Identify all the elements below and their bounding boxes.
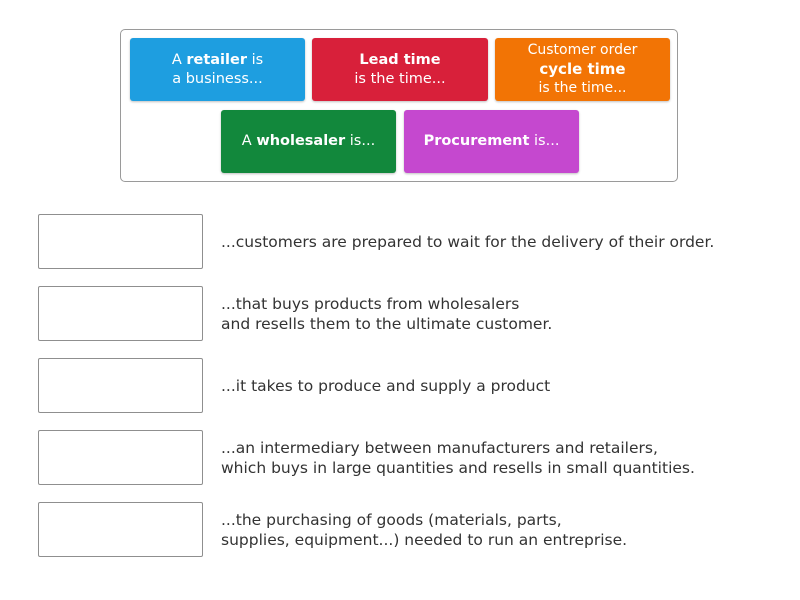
tile-line: Customer order (527, 42, 638, 59)
tile-line: is the time... (354, 70, 446, 87)
definition-text: ...an intermediary between manufacturers… (221, 438, 695, 477)
match-row: ...an intermediary between manufacturers… (38, 430, 758, 486)
drop-zone[interactable] (38, 430, 203, 485)
tile-line: is the time... (538, 80, 627, 97)
match-row: ...customers are prepared to wait for th… (38, 214, 758, 270)
tile-procurement[interactable]: Procurement is... (404, 110, 579, 173)
tile-wholesaler[interactable]: A wholesaler is... (221, 110, 396, 173)
drop-zone[interactable] (38, 358, 203, 413)
tile-line: Lead time (359, 51, 441, 68)
tile-retailer[interactable]: A retailer is a business... (130, 38, 305, 101)
tile-line: cycle time (539, 59, 626, 78)
definition-text: ...it takes to produce and supply a prod… (221, 376, 551, 395)
tile-line: A retailer is (171, 51, 264, 68)
definition-text: ...the purchasing of goods (materials, p… (221, 510, 628, 549)
tile-customer-order-cycle-time[interactable]: Customer order cycle time is the time... (495, 38, 670, 101)
tile-line: A wholesaler is... (241, 133, 376, 149)
drop-zone[interactable] (38, 214, 203, 269)
match-row: ...the purchasing of goods (materials, p… (38, 502, 758, 558)
tile-lead-time[interactable]: Lead time is the time... (312, 38, 488, 101)
definition-text: ...that buys products from wholesalers a… (221, 294, 553, 333)
drop-zone[interactable] (38, 502, 203, 557)
definition-text: ...customers are prepared to wait for th… (221, 232, 715, 251)
tile-line: a business... (172, 70, 263, 87)
match-row: ...that buys products from wholesalers a… (38, 286, 758, 342)
tile-line: Procurement is... (423, 133, 560, 149)
drop-zone[interactable] (38, 286, 203, 341)
match-row: ...it takes to produce and supply a prod… (38, 358, 758, 414)
